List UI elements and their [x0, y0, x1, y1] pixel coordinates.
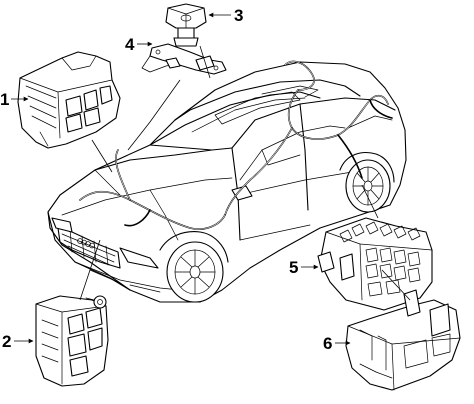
leader-lines [79, 45, 411, 301]
callout-6-label: 6 [323, 334, 332, 353]
vehicle-illustration [47, 60, 407, 303]
callout-6: 6 [323, 334, 351, 353]
emblem-icon [77, 238, 95, 249]
callout-4: 4 [125, 35, 153, 54]
callout-3-label: 3 [234, 6, 243, 25]
part-5-fuse-box [317, 217, 433, 311]
wiring-harness [79, 60, 393, 230]
part-6-tray [345, 289, 461, 391]
part-4-bracket [141, 43, 227, 75]
part-2-unit [35, 295, 109, 387]
callout-1-label: 1 [0, 90, 9, 109]
callout-1: 1 [0, 90, 29, 109]
callout-5: 5 [289, 258, 319, 277]
callout-3: 3 [208, 6, 243, 25]
callout-2-label: 2 [2, 332, 11, 351]
part-1-module [17, 51, 121, 149]
callout-4-label: 4 [125, 35, 135, 54]
part-3-sensor [165, 3, 207, 47]
callout-5-label: 5 [289, 258, 298, 277]
front-wheel [159, 231, 229, 303]
rear-wheel [339, 152, 395, 213]
callout-2: 2 [2, 332, 34, 351]
